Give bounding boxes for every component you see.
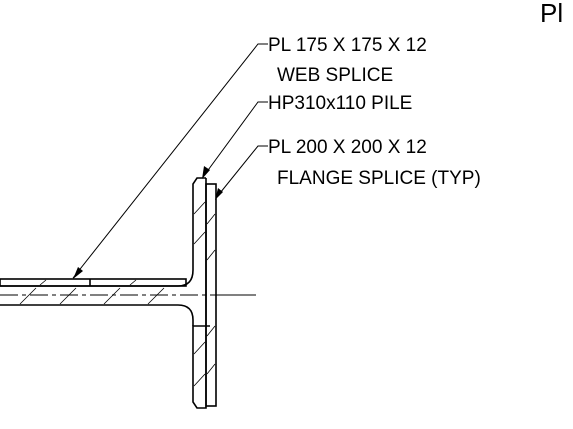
web-splice-label: WEB SPLICE <box>277 65 393 86</box>
flange-splice-plate-size-label: PL 200 X 200 X 12 <box>268 137 427 158</box>
flange-splice-label: FLANGE SPLICE (TYP) <box>277 168 481 189</box>
pile-label: HP310x110 PILE <box>268 93 412 114</box>
web-splice-plate-size-label: PL 175 X 175 X 12 <box>268 35 427 56</box>
leader-pile <box>202 101 268 179</box>
web-splice-plate <box>0 278 187 287</box>
leader-flange-splice <box>215 145 268 200</box>
drawing-title-fragment: Pl <box>540 0 563 28</box>
leader-web-splice <box>72 43 268 279</box>
